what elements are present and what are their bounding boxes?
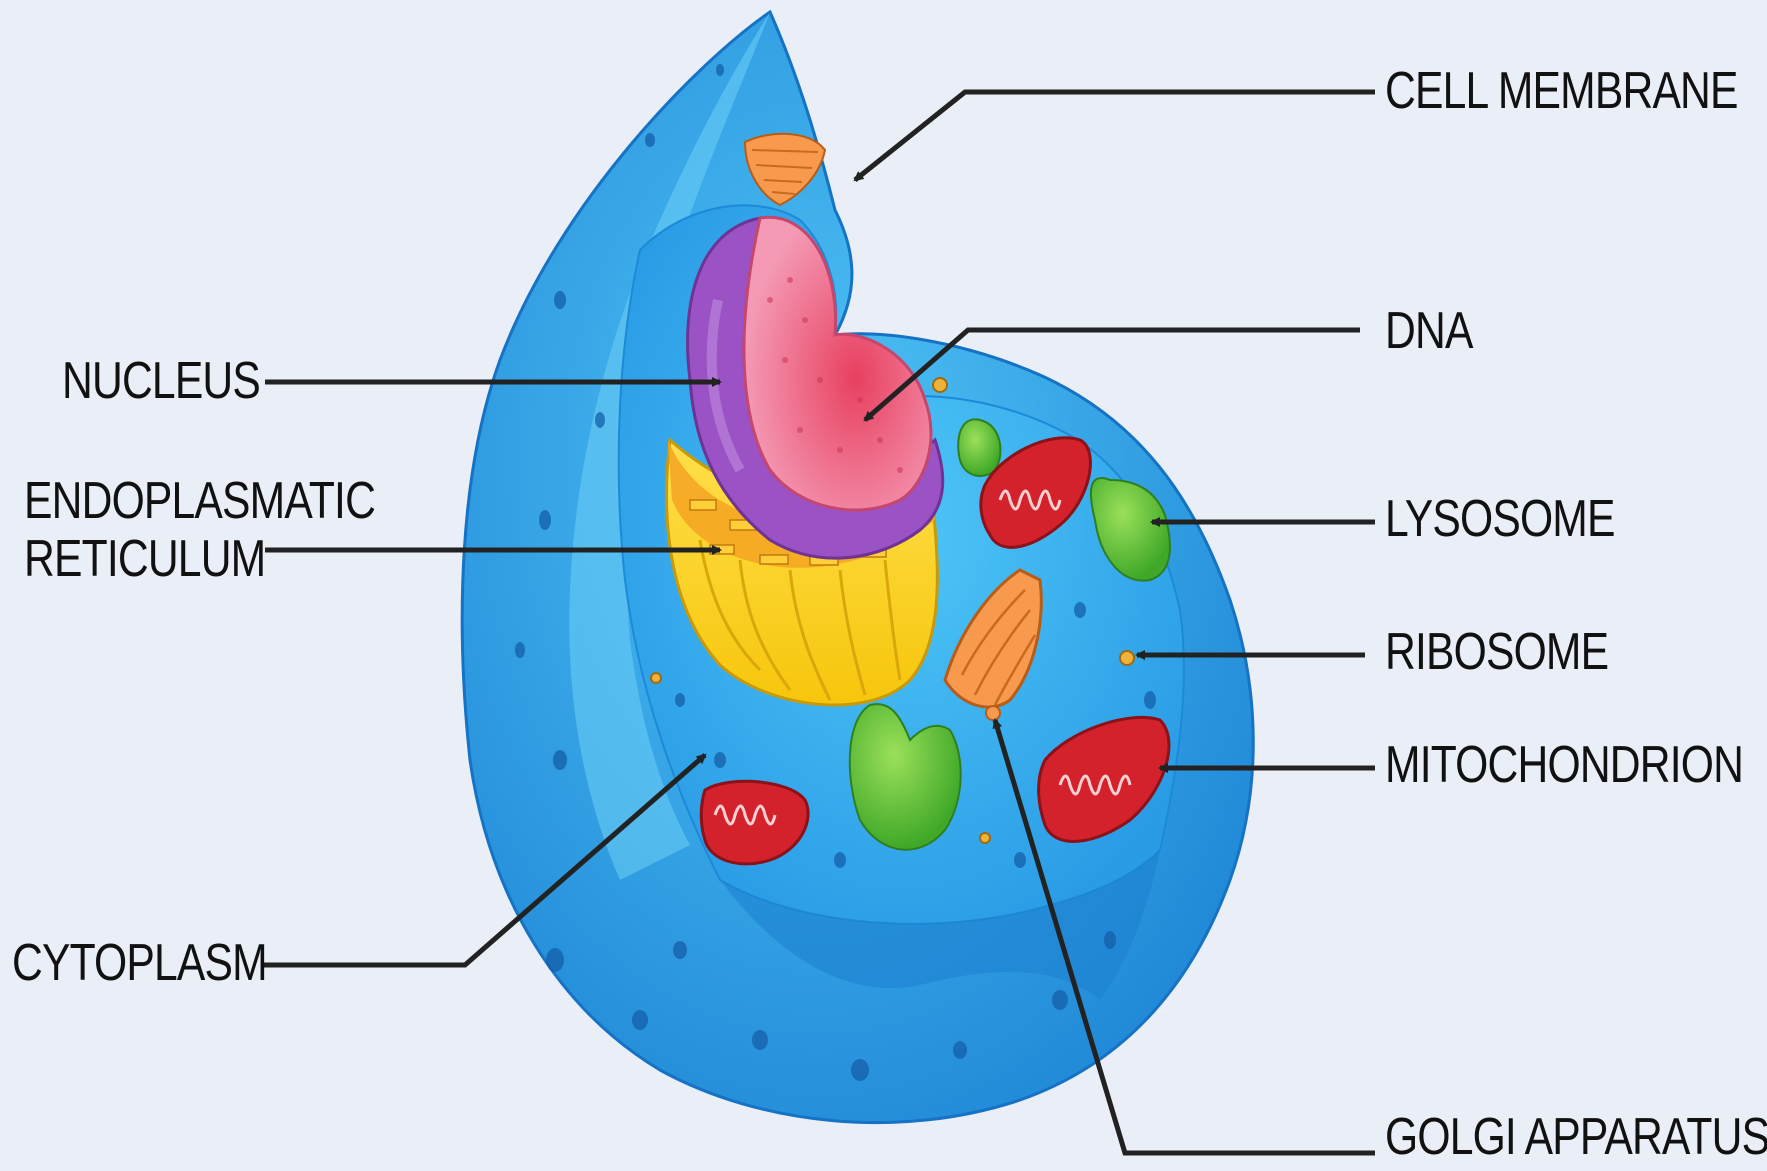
label-cell-membrane: CELL MEMBRANE [1385, 62, 1738, 120]
label-nucleus: NUCLEUS [62, 352, 260, 410]
ribosome [1120, 651, 1134, 665]
ribosome-top [933, 378, 947, 392]
label-mitochondrion: MITOCHONDRION [1385, 736, 1743, 794]
label-er-line2: RETICULUM [24, 530, 265, 588]
lysosome-small [958, 419, 1000, 476]
label-golgi: GOLGI APPARATUS [1385, 1108, 1767, 1166]
leader-cell-membrane [855, 92, 1375, 180]
label-ribosome: RIBOSOME [1385, 623, 1608, 681]
label-cytoplasm: CYTOPLASM [12, 934, 267, 992]
ribosome-left [651, 673, 661, 683]
label-er-line1: ENDOPLASMATIC [24, 472, 375, 530]
ribosome-small [980, 833, 990, 843]
label-dna: DNA [1385, 302, 1473, 360]
label-lysosome: LYSOSOME [1385, 490, 1615, 548]
